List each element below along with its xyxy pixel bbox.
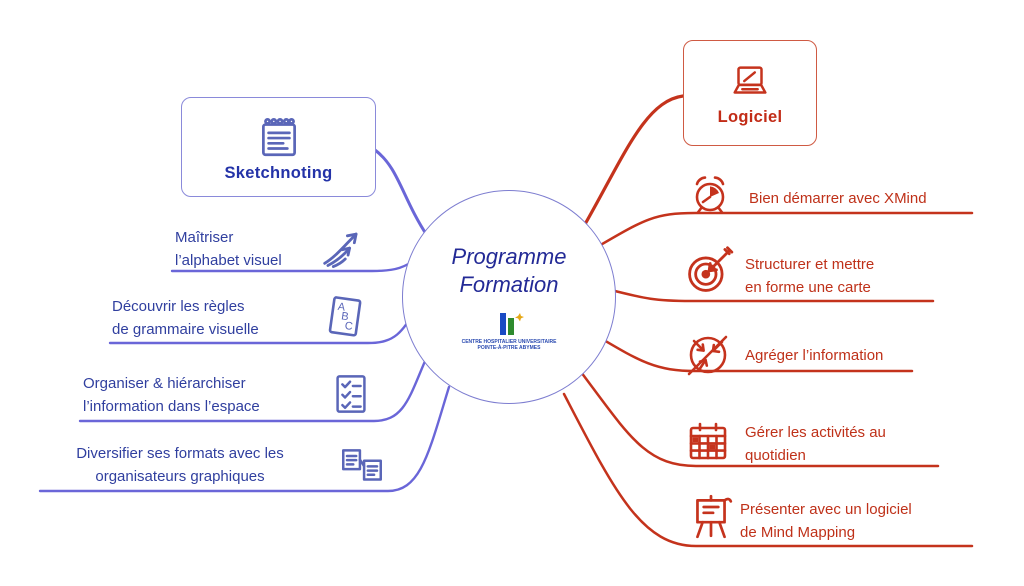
topic-alphabet-visuel[interactable]: Maîtriser l’alphabet visuel (175, 229, 282, 269)
spiral-notepad-icon (254, 111, 304, 161)
topic-organisateurs-graphiques[interactable]: Diversifier ses formats avec les organis… (76, 445, 284, 485)
graphic-organizers-icon (337, 441, 387, 491)
topic-grammaire-visuelle[interactable]: Découvrir les règles de grammaire visuel… (112, 298, 259, 338)
growth-arrows-icon (316, 220, 368, 272)
central-topic-title: Programme Formation (451, 243, 567, 298)
svg-text:A: A (337, 301, 347, 314)
merge-arrows-icon (684, 331, 732, 379)
target-dart-icon (682, 246, 734, 298)
laptop-icon (727, 59, 773, 105)
hospital-logo-icon (499, 312, 524, 335)
easel-icon (686, 492, 736, 542)
hospital-logo-caption: CENTRE HOSPITALIER UNIVERSITAIRE POINTE-… (461, 338, 557, 352)
abc-book-icon: A B C (322, 293, 370, 341)
alarm-clock-icon (686, 170, 734, 218)
topic-presenter-mindmapping[interactable]: Présenter avec un logiciel de Mind Mappi… (740, 501, 912, 541)
checklist-icon (328, 371, 374, 417)
hospital-logo: CENTRE HOSPITALIER UNIVERSITAIRE POINTE-… (461, 312, 557, 352)
branch-logiciel-label: Logiciel (717, 108, 783, 126)
topic-organiser-espace[interactable]: Organiser & hiérarchiser l’information d… (83, 375, 260, 415)
branch-sketchnoting[interactable]: Sketchnoting (181, 97, 376, 197)
svg-text:B: B (340, 310, 349, 323)
topic-demarrer-xmind[interactable]: Bien démarrer avec XMind (749, 190, 927, 207)
central-topic[interactable]: Programme Formation CENTRE HOSPITALIER U… (402, 190, 616, 404)
branch-sketchnoting-label: Sketchnoting (224, 164, 333, 182)
svg-text:C: C (344, 320, 354, 333)
topic-structurer-carte[interactable]: Structurer et mettre en forme une carte (745, 256, 875, 296)
topic-gerer-activites[interactable]: Gérer les activités au quotidien (745, 424, 886, 464)
calendar-icon (684, 418, 732, 466)
topic-agreger-information[interactable]: Agréger l’information (745, 347, 884, 364)
branch-logiciel[interactable]: Logiciel (683, 40, 817, 146)
